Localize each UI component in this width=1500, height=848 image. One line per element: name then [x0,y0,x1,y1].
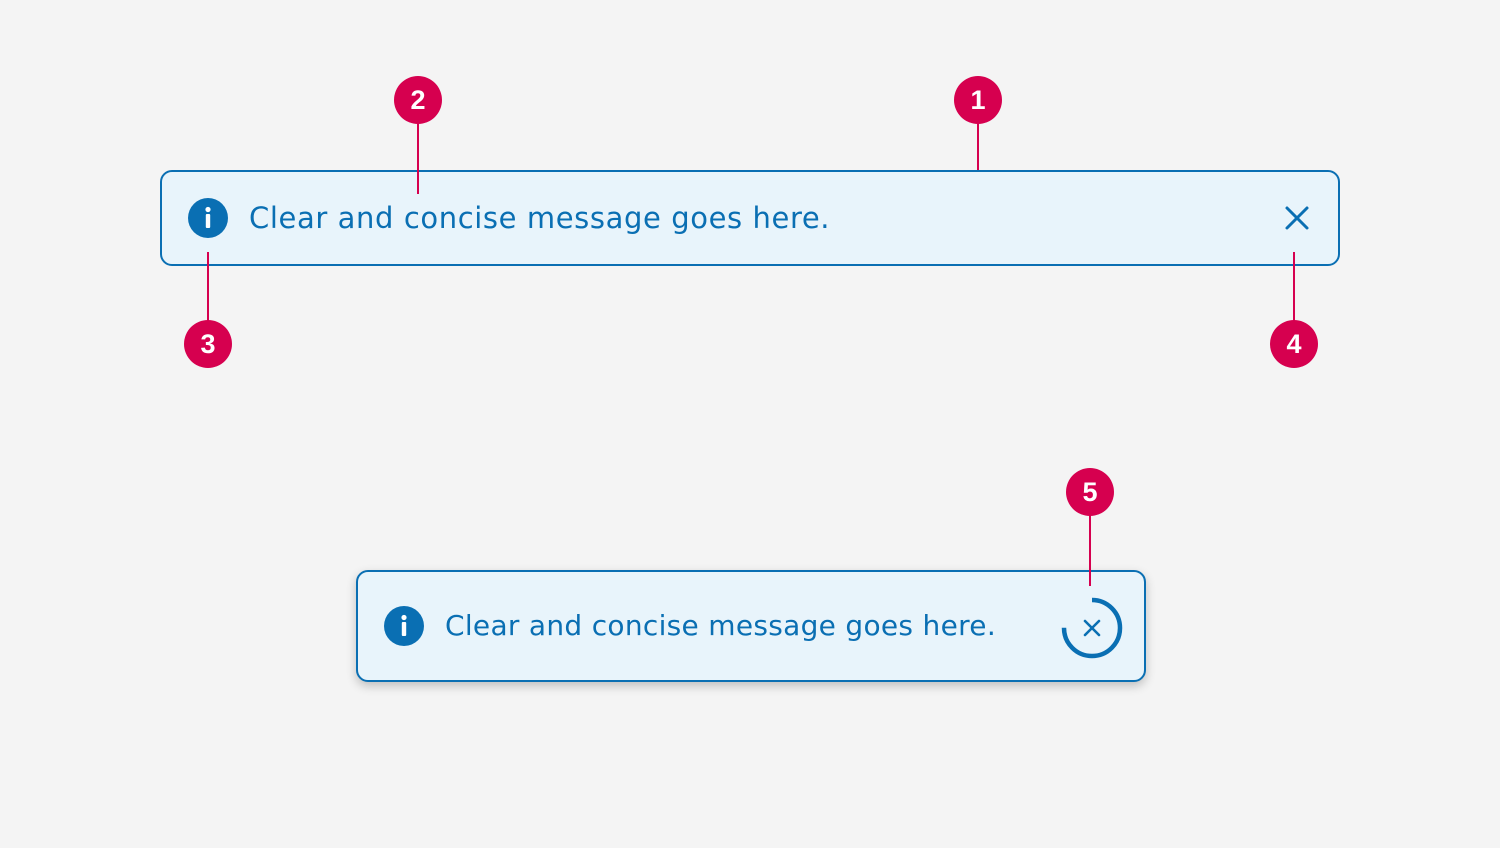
info-icon [188,198,228,238]
leader-line-5 [1089,512,1091,586]
alert-message: Clear and concise message goes here. [445,609,997,642]
annotation-marker-2: 2 [394,76,442,124]
leader-line-2 [417,120,419,194]
toast-alert: Clear and concise message goes here. [356,570,1146,682]
annotation-marker-5: 5 [1066,468,1114,516]
alert-message: Clear and concise message goes here. [249,201,831,235]
annotation-marker-4: 4 [1270,320,1318,368]
close-icon [1285,206,1309,230]
leader-line-3 [207,252,209,324]
leader-line-4 [1293,252,1295,324]
timer-progress-ring [1061,597,1123,659]
timed-close-button[interactable] [1060,596,1124,660]
annotation-marker-3: 3 [184,320,232,368]
info-icon [384,606,424,646]
annotation-marker-1: 1 [954,76,1002,124]
leader-line-1 [977,120,979,170]
inline-alert: Clear and concise message goes here. [160,170,1340,266]
close-icon [1083,619,1101,637]
close-button[interactable] [1279,200,1315,236]
